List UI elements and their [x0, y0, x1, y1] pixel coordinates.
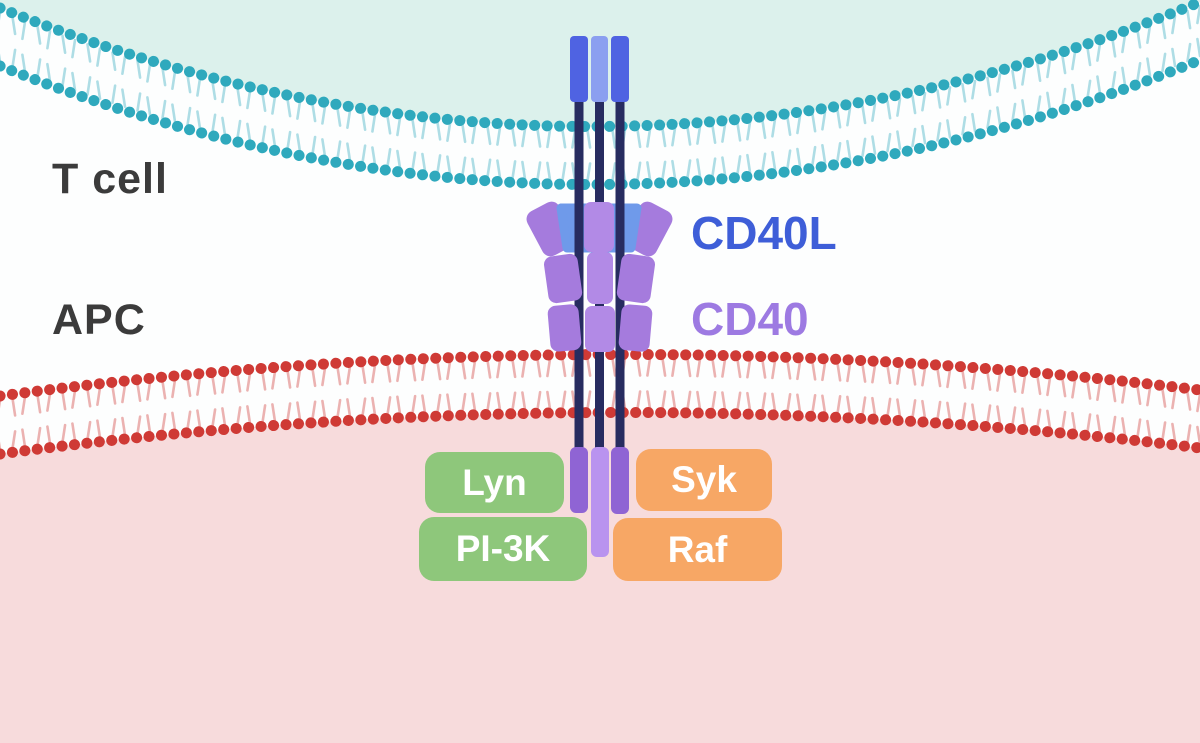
t-cell-membrane-lipid-tails — [0, 4, 1200, 182]
cd40l-label: CD40L — [691, 207, 837, 259]
cd40-block-mid-right — [616, 253, 656, 304]
cd40-block-top-center — [584, 202, 614, 252]
cd40-tail-right — [611, 447, 629, 514]
cd40-block-mid-left — [543, 253, 583, 304]
cd40-block-bot-left — [547, 304, 582, 352]
cd40l-stalk-left — [570, 36, 588, 102]
cd40l-cd40-complex — [526, 36, 673, 557]
kinase-syk-badge: Syk — [636, 449, 772, 511]
apc-label: APC — [52, 296, 146, 344]
cd40-label: CD40 — [691, 293, 809, 345]
cd40l-stalk-right — [611, 36, 629, 102]
t-cell-label: T cell — [52, 155, 168, 203]
cd40l-stalk-center — [591, 36, 608, 102]
apc-cytoplasm — [0, 412, 1200, 743]
apc-membrane-lipid-tails — [0, 357, 1200, 452]
cd40-tail-left — [570, 447, 588, 513]
kinase-lyn-badge: Lyn — [425, 452, 564, 513]
cd40-tail-center — [591, 447, 609, 557]
kinase-pi3k-badge: PI-3K — [419, 517, 587, 581]
cd40-block-bot-center — [585, 306, 615, 352]
cd40-block-bot-right — [618, 304, 653, 352]
kinase-raf-badge: Raf — [613, 518, 782, 581]
cd40-block-mid-center — [587, 252, 613, 304]
